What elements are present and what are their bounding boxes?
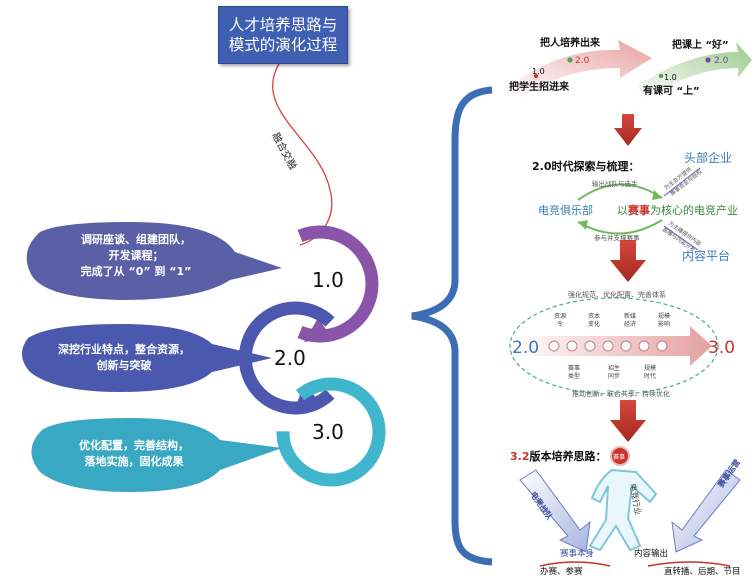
connector-label: 融合交融 — [269, 130, 299, 171]
band-dot-5 — [620, 340, 632, 352]
section2-arc-top-label: 输出战队与选手 — [592, 179, 638, 188]
band-top-item-4: 规模影响 — [658, 312, 670, 328]
section3-top-items: 资源令 资本变化 新媒经济 规模影响 — [554, 312, 670, 328]
section3-top-caption: 强化规范、优化配置、完善体系 — [568, 290, 666, 299]
stage-3-line-2: 落地实施，固化成果 — [84, 455, 184, 468]
top-left-v-to: 2.0 — [575, 56, 590, 66]
band-top-item-2: 资本变化 — [588, 312, 600, 328]
top-right-top-text: 把课上 “好” — [672, 38, 729, 51]
footer-right-text: 直转播、后期、节目 — [664, 566, 741, 576]
figure-body — [588, 468, 658, 552]
stage-ring-3 — [276, 377, 386, 487]
section2-center: 以赛事为核心的电竞产业 — [617, 203, 738, 217]
down-arrow-1 — [614, 114, 642, 146]
top-left-arrow — [510, 40, 652, 98]
stage-2-bubble — [21, 324, 272, 392]
top-right-dot-2 — [705, 57, 711, 63]
right-brace — [411, 86, 493, 566]
band-top-item-3: 新媒经济 — [624, 312, 636, 328]
stage-3-bubble-text: 优化配置，完善结构， 落地实施，固化成果 — [44, 438, 224, 470]
stage-1-line-2: 开发课程； — [108, 249, 164, 262]
stage-2-line-1: 深挖行业特点，整合资源， — [58, 343, 190, 356]
stage-1-line-1: 调研座谈、组建团队， — [81, 233, 191, 246]
section3-ellipse — [509, 297, 719, 395]
section3-bottom-caption: 推动创新、联合共享、持续优化 — [572, 389, 670, 398]
top-right-bottom-text: 有课可 “上” — [643, 84, 700, 97]
top-left-v-from: 1.0 — [532, 67, 545, 76]
title-line-2: 模式的演化过程 — [228, 36, 338, 54]
band-dot-6 — [638, 340, 650, 352]
section2-bottom-node: 内容平台 — [682, 248, 730, 263]
band-dot-1 — [548, 340, 560, 352]
stage-3-line-1: 优化配置，完善结构， — [79, 439, 189, 452]
stage-3-bubble — [31, 418, 283, 492]
section3-left-value: 2.0 — [512, 338, 539, 358]
footer-left-text: 办赛、参赛 — [540, 566, 583, 576]
figure-head — [610, 446, 630, 466]
section2-top-node: 头部企业 — [684, 150, 732, 165]
band-bottom-item-3: 规模时代 — [644, 364, 656, 380]
figure-bottom-left: 赛事本身 — [560, 548, 594, 559]
band-top-item-1: 资源令 — [554, 312, 566, 328]
stage-2-label: 2.0 — [274, 346, 306, 370]
left-side-arrow — [519, 469, 591, 553]
figure-bottom-right: 内容输出 — [634, 548, 668, 559]
top-right-v-to: 2.0 — [714, 56, 729, 66]
stage-1-label: 1.0 — [312, 268, 344, 292]
top-left-bottom-text: 把学生招进来 — [509, 80, 570, 93]
top-left-dot-1 — [533, 73, 539, 79]
stage-2-line-2: 创新与突破 — [96, 359, 152, 372]
section3-bottom-items: 赛事类型 招生同步 规模时代 — [568, 364, 656, 380]
stage-3-label: 3.0 — [312, 420, 344, 444]
section2-diag-bottom-line — [663, 225, 699, 251]
right-side-arrow — [671, 469, 741, 553]
section2-arc-bottom-label: 参与并支撑赛事 — [594, 233, 640, 242]
band-dot-7 — [656, 340, 668, 352]
section3-right-value: 3.0 — [708, 338, 735, 358]
section2-left-node: 电竞俱乐部 — [538, 203, 593, 217]
band-dot-4 — [602, 340, 614, 352]
figure-head-label: 赛事 — [613, 453, 625, 461]
down-arrow-3 — [610, 400, 646, 442]
down-arrow-2 — [610, 240, 646, 282]
stage-2-bubble-text: 深挖行业特点，整合资源， 创新与突破 — [34, 342, 214, 374]
top-right-v-from: 1.0 — [664, 73, 677, 82]
top-right-dot-1 — [658, 73, 664, 79]
section2-arc-bottom — [577, 219, 663, 235]
band-dot-3 — [584, 340, 596, 352]
section2-diag-top-line — [663, 167, 701, 197]
stage-ring-1 — [297, 225, 379, 343]
section2-heading: 2.0时代探索与梳理： — [532, 159, 640, 173]
title-line-1: 人才培养思路与 — [228, 16, 338, 34]
footer-left-arc — [539, 561, 611, 567]
section3-dots — [548, 340, 668, 352]
top-right-arrow — [636, 42, 752, 98]
band-bottom-item-2: 招生同步 — [608, 364, 620, 380]
top-left-dot-2 — [567, 57, 573, 63]
band-dot-2 — [566, 340, 578, 352]
stage-1-bubble-text: 调研座谈、组建团队， 开发课程； 完成了从 “0” 到 “1” — [44, 232, 228, 280]
diagram-title: 人才培养思路与 模式的演化过程 — [218, 6, 348, 64]
band-bottom-item-1: 赛事类型 — [568, 364, 580, 380]
section4-heading: 3.2版本培养思路： — [510, 449, 607, 463]
stage-1-bubble — [26, 222, 282, 300]
top-left-top-text: 把人培养出来 — [540, 36, 601, 49]
stage-1-line-3: 完成了从 “0” 到 “1” — [80, 265, 192, 278]
footer-right-arc — [647, 561, 731, 567]
